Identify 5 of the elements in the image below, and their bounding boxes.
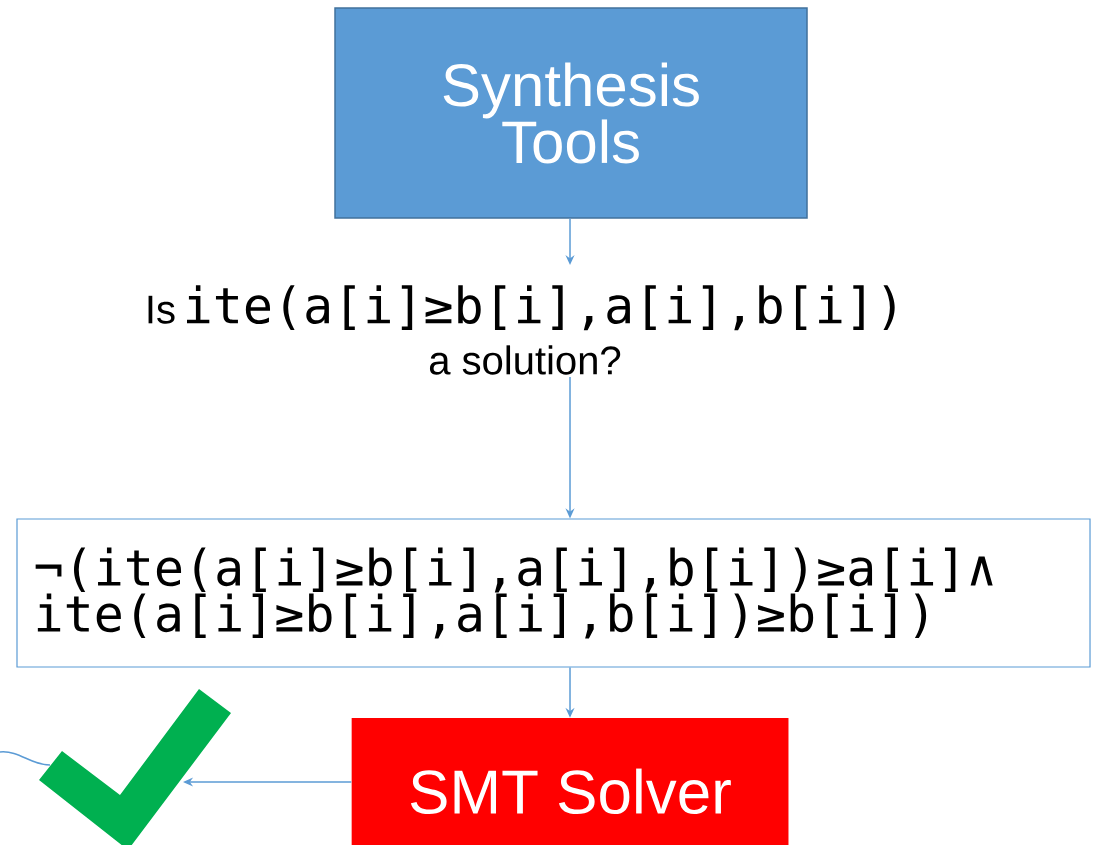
- question-text: Is ite(a[i]≥b[i],a[i],b[i]) a solution?: [148, 285, 895, 375]
- solver-box: SMT Solver: [351, 718, 789, 845]
- process-box: Synthesis Tools: [334, 7, 808, 219]
- checkmark-icon: [39, 689, 231, 845]
- formula-box: ¬(ite(a[i]≥b[i],a[i],b[i])≥a[i]∧ ite(a[i]≥b[i],a[i],b[i])≥b[i]): [16, 518, 1091, 668]
